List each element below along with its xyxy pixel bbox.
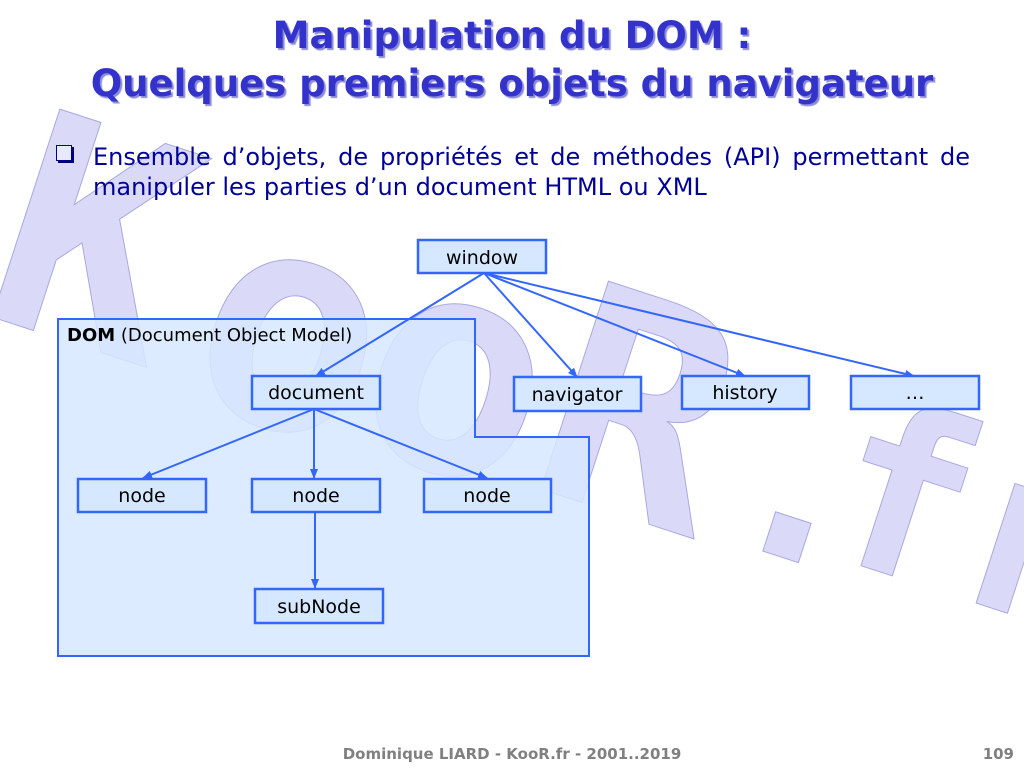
window-box <box>416 238 548 275</box>
window-label: window <box>446 247 518 269</box>
footer-text: Dominique LIARD - KooR.fr - 2001..2019 <box>342 745 682 763</box>
node3-box <box>422 477 553 514</box>
slide-title: Manipulation du DOM : Quelques premiers … <box>0 12 1024 108</box>
bullet-item: Ensemble d’objets, de propriétés et de m… <box>56 142 970 202</box>
history-box <box>680 374 811 411</box>
dom-region-label: DOM (Document Object Model) <box>67 325 352 346</box>
dom-label-rest: (Document Object Model) <box>115 325 352 346</box>
slide-title-line1: Manipulation du DOM : <box>272 14 752 57</box>
arrow-window-history <box>483 272 746 377</box>
document-box <box>250 374 382 411</box>
subnode-box <box>253 587 385 625</box>
history-label: history <box>712 382 777 404</box>
checkbox-bullet-icon <box>56 145 72 161</box>
node1-label: node <box>118 485 165 507</box>
more-label: … <box>906 382 925 404</box>
node2-box <box>250 477 382 514</box>
arrow-window-navigator <box>483 272 578 378</box>
arrow-document-node3 <box>313 408 488 479</box>
slide-title-line2: Quelques premiers objets du navigateur <box>90 62 934 105</box>
dom-label-bold: DOM <box>67 325 115 346</box>
page-number: 109 <box>982 745 1014 763</box>
more-box <box>849 374 981 411</box>
node2-label: node <box>292 485 339 507</box>
arrow-document-node1 <box>142 408 315 479</box>
bullet-text: Ensemble d’objets, de propriétés et de m… <box>93 143 970 201</box>
navigator-box <box>512 375 643 413</box>
node3-label: node <box>463 485 510 507</box>
subnode-label: subNode <box>277 596 361 618</box>
navigator-label: navigator <box>532 384 623 406</box>
node1-box <box>76 477 208 514</box>
arrow-window-more <box>483 272 915 378</box>
arrow-window-document <box>315 272 485 377</box>
document-label: document <box>268 382 364 404</box>
